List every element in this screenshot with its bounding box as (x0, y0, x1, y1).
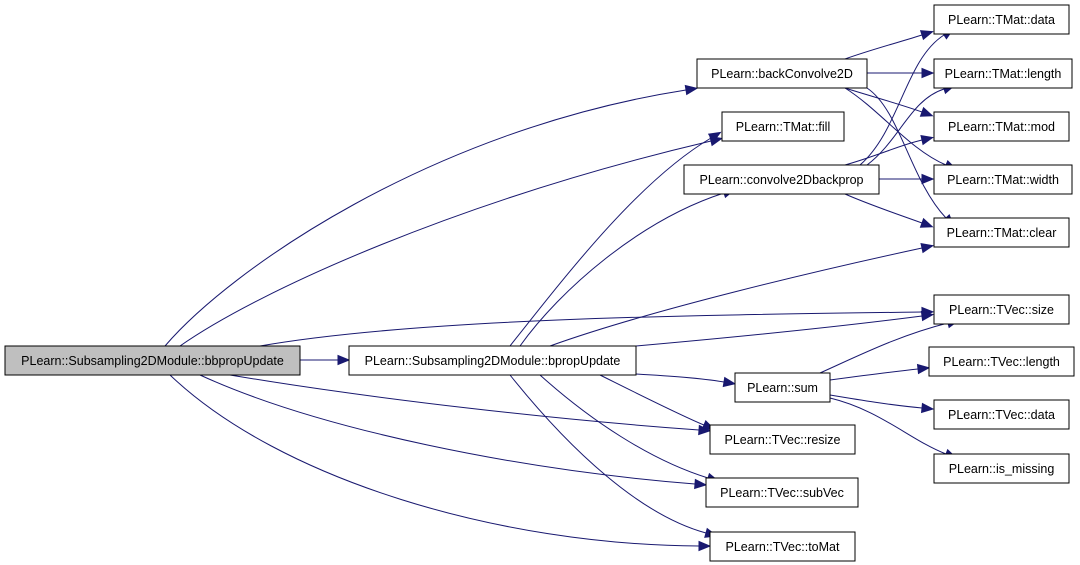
node-resize-label: PLearn::TVec::resize (724, 433, 840, 447)
edge-sum-to-tvecsize (819, 322, 949, 374)
node-tmatwidth[interactable]: PLearn::TMat::width (933, 164, 1073, 195)
edge-bprop-to-conv (519, 192, 725, 347)
node-backconv-box (696, 58, 868, 89)
node-ismissing-label: PLearn::is_missing (949, 462, 1055, 476)
edge-bbprop-to-bprop-arrowhead (337, 354, 351, 366)
nodes: PLearn::Subsampling2DModule::bbpropUpdat… (4, 4, 1075, 562)
edge-bprop-to-tvecsize-arrowhead (920, 310, 935, 322)
node-fill-box (721, 111, 845, 142)
node-tmatclear[interactable]: PLearn::TMat::clear (933, 217, 1070, 248)
edge-bbprop-to-backconv (164, 89, 687, 347)
node-tmatdata-box (933, 4, 1070, 35)
node-sum-box (734, 372, 831, 403)
node-tveclength-label: PLearn::TVec::length (943, 355, 1060, 369)
node-tmatlength[interactable]: PLearn::TMat::length (933, 58, 1073, 89)
edge-bbprop-to-subvec (199, 374, 696, 485)
node-tmatclear-box (933, 217, 1070, 248)
node-tvecdata-label: PLearn::TVec::data (948, 408, 1055, 422)
node-tvecsize[interactable]: PLearn::TVec::size (933, 294, 1070, 325)
edge-conv-to-tmatlength (866, 88, 945, 166)
node-backconv[interactable]: PLearn::backConvolve2D (696, 58, 868, 89)
edge-sum-to-tveclength-arrowhead (916, 363, 931, 375)
node-bbprop-box (4, 345, 301, 376)
node-bbprop-label: PLearn::Subsampling2DModule::bbpropUpdat… (21, 354, 284, 368)
node-tomat[interactable]: PLearn::TVec::toMat (709, 531, 856, 562)
edge-bprop-to-sum (635, 373, 725, 383)
edges (164, 28, 960, 552)
edge-conv-to-tmatmod-arrowhead (920, 135, 935, 146)
edge-bprop-to-resize (599, 374, 705, 426)
edge-backconv-to-tmatdata-arrowhead (919, 30, 934, 41)
edge-backconv-to-tmatmod-arrowhead (919, 106, 934, 117)
edge-bbprop-to-tomat (169, 374, 700, 547)
node-subvec-box (705, 477, 859, 508)
node-tmatdata-label: PLearn::TMat::data (948, 13, 1055, 27)
node-backconv-label: PLearn::backConvolve2D (711, 67, 853, 81)
node-fill-label: PLearn::TMat::fill (736, 120, 830, 134)
node-tveclength[interactable]: PLearn::TVec::length (928, 346, 1075, 377)
node-tmatclear-label: PLearn::TMat::clear (947, 226, 1057, 240)
node-tvecsize-label: PLearn::TVec::size (949, 303, 1054, 317)
edge-bprop-to-tomat (509, 374, 707, 534)
edge-conv-to-tmatmod (844, 139, 923, 166)
edge-bbprop-to-backconv-arrowhead (684, 84, 699, 96)
node-tveclength-box (928, 346, 1075, 377)
edge-bbprop-to-tvecsize (259, 311, 923, 347)
edge-bbprop-to-fill (179, 140, 712, 347)
edge-bprop-to-fill-arrowhead (707, 131, 722, 143)
node-ismissing-box (933, 453, 1070, 484)
edge-conv-to-tmatclear (844, 193, 923, 224)
edge-backconv-to-tmatmod (844, 87, 923, 113)
node-tmatlength-box (933, 58, 1073, 89)
node-tmatmod-label: PLearn::TMat::mod (948, 120, 1055, 134)
node-conv[interactable]: PLearn::convolve2Dbackprop (683, 164, 880, 195)
edge-conv-to-tmatdata (859, 34, 945, 166)
node-sum[interactable]: PLearn::sum (734, 372, 831, 403)
edge-backconv-to-tmatdata (844, 34, 923, 60)
edge-sum-to-tvecdata-arrowhead (921, 402, 935, 414)
node-conv-label: PLearn::convolve2Dbackprop (700, 173, 864, 187)
edge-conv-to-tmatclear-arrowhead (919, 217, 934, 228)
node-resize[interactable]: PLearn::TVec::resize (709, 424, 856, 455)
node-conv-box (683, 164, 880, 195)
edge-backconv-to-tmatclear (866, 87, 947, 219)
edge-bprop-to-tvecsize (635, 315, 923, 347)
node-bprop-label: PLearn::Subsampling2DModule::bpropUpdate (365, 354, 621, 368)
node-tmatwidth-label: PLearn::TMat::width (947, 173, 1059, 187)
node-tomat-box (709, 531, 856, 562)
edge-bprop-to-subvec (539, 374, 709, 479)
node-tmatmod[interactable]: PLearn::TMat::mod (933, 111, 1070, 142)
node-bprop[interactable]: PLearn::Subsampling2DModule::bpropUpdate (348, 345, 637, 376)
node-tmatmod-box (933, 111, 1070, 142)
node-subvec-label: PLearn::TVec::subVec (720, 486, 844, 500)
node-bprop-box (348, 345, 637, 376)
node-tvecdata-box (933, 399, 1070, 430)
node-bbprop[interactable]: PLearn::Subsampling2DModule::bbpropUpdat… (4, 345, 301, 376)
edge-bbprop-to-tomat-arrowhead (698, 540, 712, 552)
node-subvec[interactable]: PLearn::TVec::subVec (705, 477, 859, 508)
edge-bbprop-to-resize (229, 374, 700, 431)
node-tmatwidth-box (933, 164, 1073, 195)
edge-sum-to-ismissing (829, 397, 947, 455)
edge-backconv-to-tmatwidth (844, 87, 947, 166)
node-sum-label: PLearn::sum (747, 381, 818, 395)
edge-bprop-to-tmatclear-arrowhead (920, 242, 935, 254)
node-tmatlength-label: PLearn::TMat::length (945, 67, 1062, 81)
edge-bprop-to-tmatclear (549, 247, 923, 347)
node-tmatdata[interactable]: PLearn::TMat::data (933, 4, 1070, 35)
edge-sum-to-tveclength (829, 368, 919, 381)
edge-bbprop-to-subvec-arrowhead (694, 478, 708, 490)
node-tvecdata[interactable]: PLearn::TVec::data (933, 399, 1070, 430)
edge-conv-to-tmatwidth-arrowhead (921, 173, 935, 185)
node-resize-box (709, 424, 856, 455)
node-tvecsize-box (933, 294, 1070, 325)
edge-backconv-to-tmatlength-arrowhead (921, 67, 935, 79)
edge-bprop-to-sum-arrowhead (722, 376, 737, 388)
edge-bprop-to-fill (509, 137, 712, 347)
node-tomat-label: PLearn::TVec::toMat (726, 540, 840, 554)
node-ismissing[interactable]: PLearn::is_missing (933, 453, 1070, 484)
node-fill[interactable]: PLearn::TMat::fill (721, 111, 845, 142)
edge-sum-to-tvecdata (829, 394, 923, 409)
